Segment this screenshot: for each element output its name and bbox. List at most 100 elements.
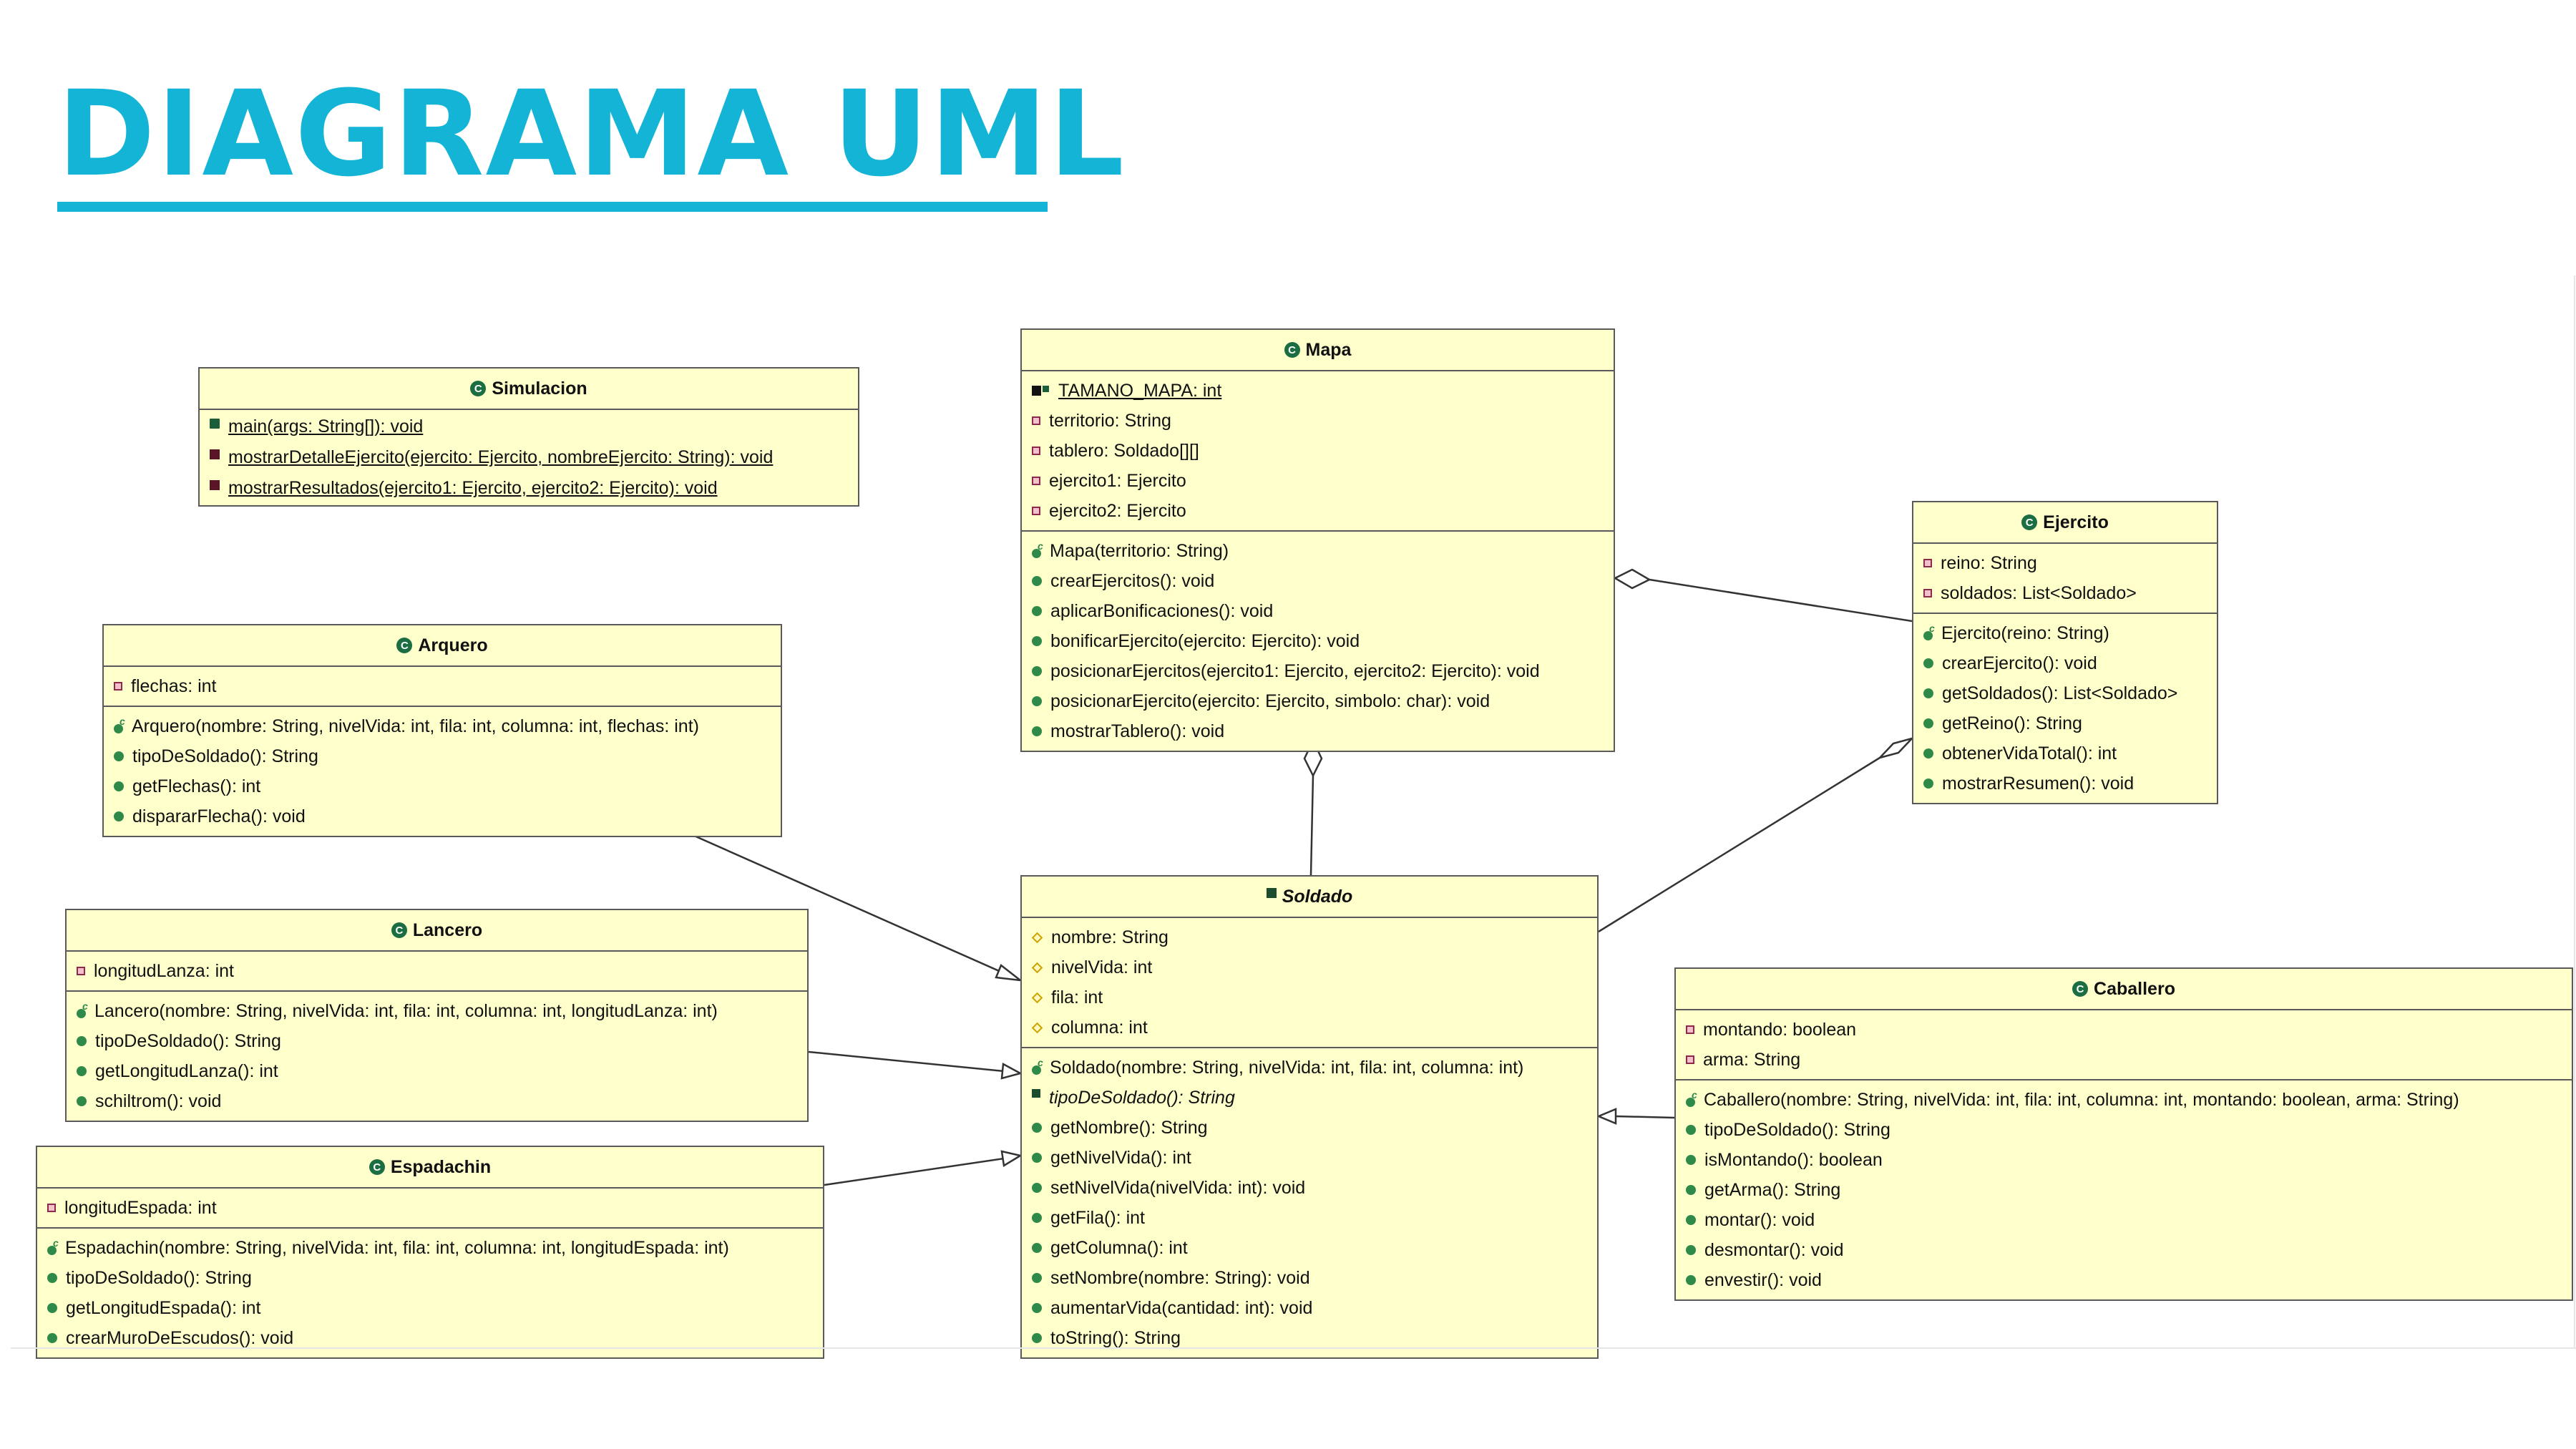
public-method-icon <box>1686 1275 1696 1285</box>
constructor-icon <box>77 1000 88 1018</box>
protected-field-icon <box>1031 932 1043 943</box>
method-row: isMontando(): boolean <box>1676 1145 2572 1175</box>
private-field-icon <box>1032 477 1040 485</box>
attribute-list: longitudLanza: int <box>67 952 807 990</box>
method-text: obtenerVidaTotal(): int <box>1942 743 2117 763</box>
attribute-row: territorio: String <box>1022 406 1614 436</box>
method-text: setNombre(nombre: String): void <box>1050 1267 1310 1288</box>
attribute-text: montando: boolean <box>1703 1019 1857 1040</box>
protected-field-icon <box>1031 1022 1043 1033</box>
method-text: aumentarVida(cantidad: int): void <box>1050 1297 1313 1318</box>
method-text: Lancero(nombre: String, nivelVida: int, … <box>94 1000 718 1021</box>
attribute-row: longitudEspada: int <box>37 1193 823 1223</box>
method-text: getArma(): String <box>1704 1179 1841 1200</box>
public-method-icon <box>1032 1333 1042 1343</box>
class-name: Ejercito <box>2043 512 2109 532</box>
constructor-icon <box>1032 540 1043 558</box>
method-row: Soldado(nombre: String, nivelVida: int, … <box>1022 1053 1597 1083</box>
constructor-icon <box>1686 1089 1697 1107</box>
method-text: Mapa(territorio: String) <box>1050 540 1229 561</box>
method-row: crearMuroDeEscudos(): void <box>37 1323 823 1353</box>
method-text: getLongitudLanza(): int <box>95 1060 278 1081</box>
method-row: obtenerVidaTotal(): int <box>1913 738 2217 769</box>
attribute-row: fila: int <box>1022 982 1597 1013</box>
relation-espadachin-soldado <box>824 1157 1005 1186</box>
attribute-text: longitudEspada: int <box>64 1197 217 1218</box>
method-text: mostrarTablero(): void <box>1050 721 1225 741</box>
method-row: Arquero(nombre: String, nivelVida: int, … <box>104 711 781 741</box>
constructor-icon <box>114 716 125 733</box>
method-text: aplicarBonificaciones(): void <box>1050 600 1274 621</box>
method-list: Mapa(territorio: String) crearEjercitos(… <box>1022 530 1614 751</box>
method-text: crearEjercitos(): void <box>1050 570 1215 591</box>
attribute-list: reino: String soldados: List<Soldado> <box>1913 544 2217 613</box>
method-row: tipoDeSoldado(): String <box>67 1026 807 1056</box>
class-icon: C <box>1284 342 1300 358</box>
method-text: bonificarEjercito(ejercito: Ejercito): v… <box>1050 630 1360 651</box>
class-soldado[interactable]: Soldado nombre: String nivelVida: int fi… <box>1020 875 1599 1359</box>
public-method-icon <box>1032 1123 1042 1133</box>
method-text: toString(): String <box>1050 1327 1181 1348</box>
method-list: Soldado(nombre: String, nivelVida: int, … <box>1022 1047 1597 1357</box>
public-method-icon <box>77 1096 87 1106</box>
public-method-icon <box>1686 1155 1696 1165</box>
method-row: montar(): void <box>1676 1205 2572 1235</box>
method-row: envestir(): void <box>1676 1265 2572 1295</box>
method-text: envestir(): void <box>1704 1269 1822 1290</box>
class-name: Espadachin <box>390 1156 492 1177</box>
method-row: tipoDeSoldado(): String <box>37 1263 823 1293</box>
public-method-icon <box>1032 1183 1042 1193</box>
aggregation-diamond-icon <box>1613 568 1652 590</box>
method-row: getColumna(): int <box>1022 1233 1597 1263</box>
method-row: mostrarResultados(ejercito1: Ejercito, e… <box>200 473 858 504</box>
public-method-icon <box>114 751 124 761</box>
method-row: Ejercito(reino: String) <box>1913 618 2217 648</box>
public-method-icon <box>1686 1215 1696 1225</box>
method-row: crearEjercitos(): void <box>1022 566 1614 596</box>
public-method-icon <box>1032 576 1042 586</box>
private-field-icon <box>1686 1055 1694 1064</box>
attribute-list: TAMANO_MAPA: int territorio: String tabl… <box>1022 371 1614 530</box>
inheritance-arrow-icon <box>1596 1108 1617 1125</box>
method-row: aplicarBonificaciones(): void <box>1022 596 1614 626</box>
method-row: getSoldados(): List<Soldado> <box>1913 678 2217 708</box>
constructor-icon <box>47 1237 59 1255</box>
attribute-text: columna: int <box>1051 1017 1148 1038</box>
public-method-icon <box>1923 748 1933 758</box>
attribute-list: montando: boolean arma: String <box>1676 1010 2572 1079</box>
method-row: Mapa(territorio: String) <box>1022 536 1614 566</box>
method-row: mostrarDetalleEjercito(ejercito: Ejercit… <box>200 442 858 473</box>
method-text: setNivelVida(nivelVida: int): void <box>1050 1177 1306 1198</box>
public-method-icon <box>47 1333 57 1343</box>
class-icon: C <box>470 381 487 396</box>
relation-mapa-ejercito <box>1649 578 1913 623</box>
public-method-icon <box>1686 1125 1696 1135</box>
method-row: getLongitudLanza(): int <box>67 1056 807 1086</box>
method-text: Soldado(nombre: String, nivelVida: int, … <box>1050 1057 1524 1078</box>
public-method-icon <box>114 811 124 821</box>
abstract-method-icon <box>1032 1089 1040 1098</box>
attribute-text: ejercito1: Ejercito <box>1049 470 1186 491</box>
method-row: mostrarTablero(): void <box>1022 716 1614 746</box>
method-row: desmontar(): void <box>1676 1235 2572 1265</box>
method-list: Caballero(nombre: String, nivelVida: int… <box>1676 1079 2572 1299</box>
method-text: main(args: String[]): void <box>228 416 424 436</box>
method-text: getNivelVida(): int <box>1050 1147 1191 1168</box>
method-row: getReino(): String <box>1913 708 2217 738</box>
attribute-row: montando: boolean <box>1676 1015 2572 1045</box>
abstract-class-icon <box>1266 888 1277 898</box>
attribute-text: soldados: List<Soldado> <box>1941 582 2137 603</box>
